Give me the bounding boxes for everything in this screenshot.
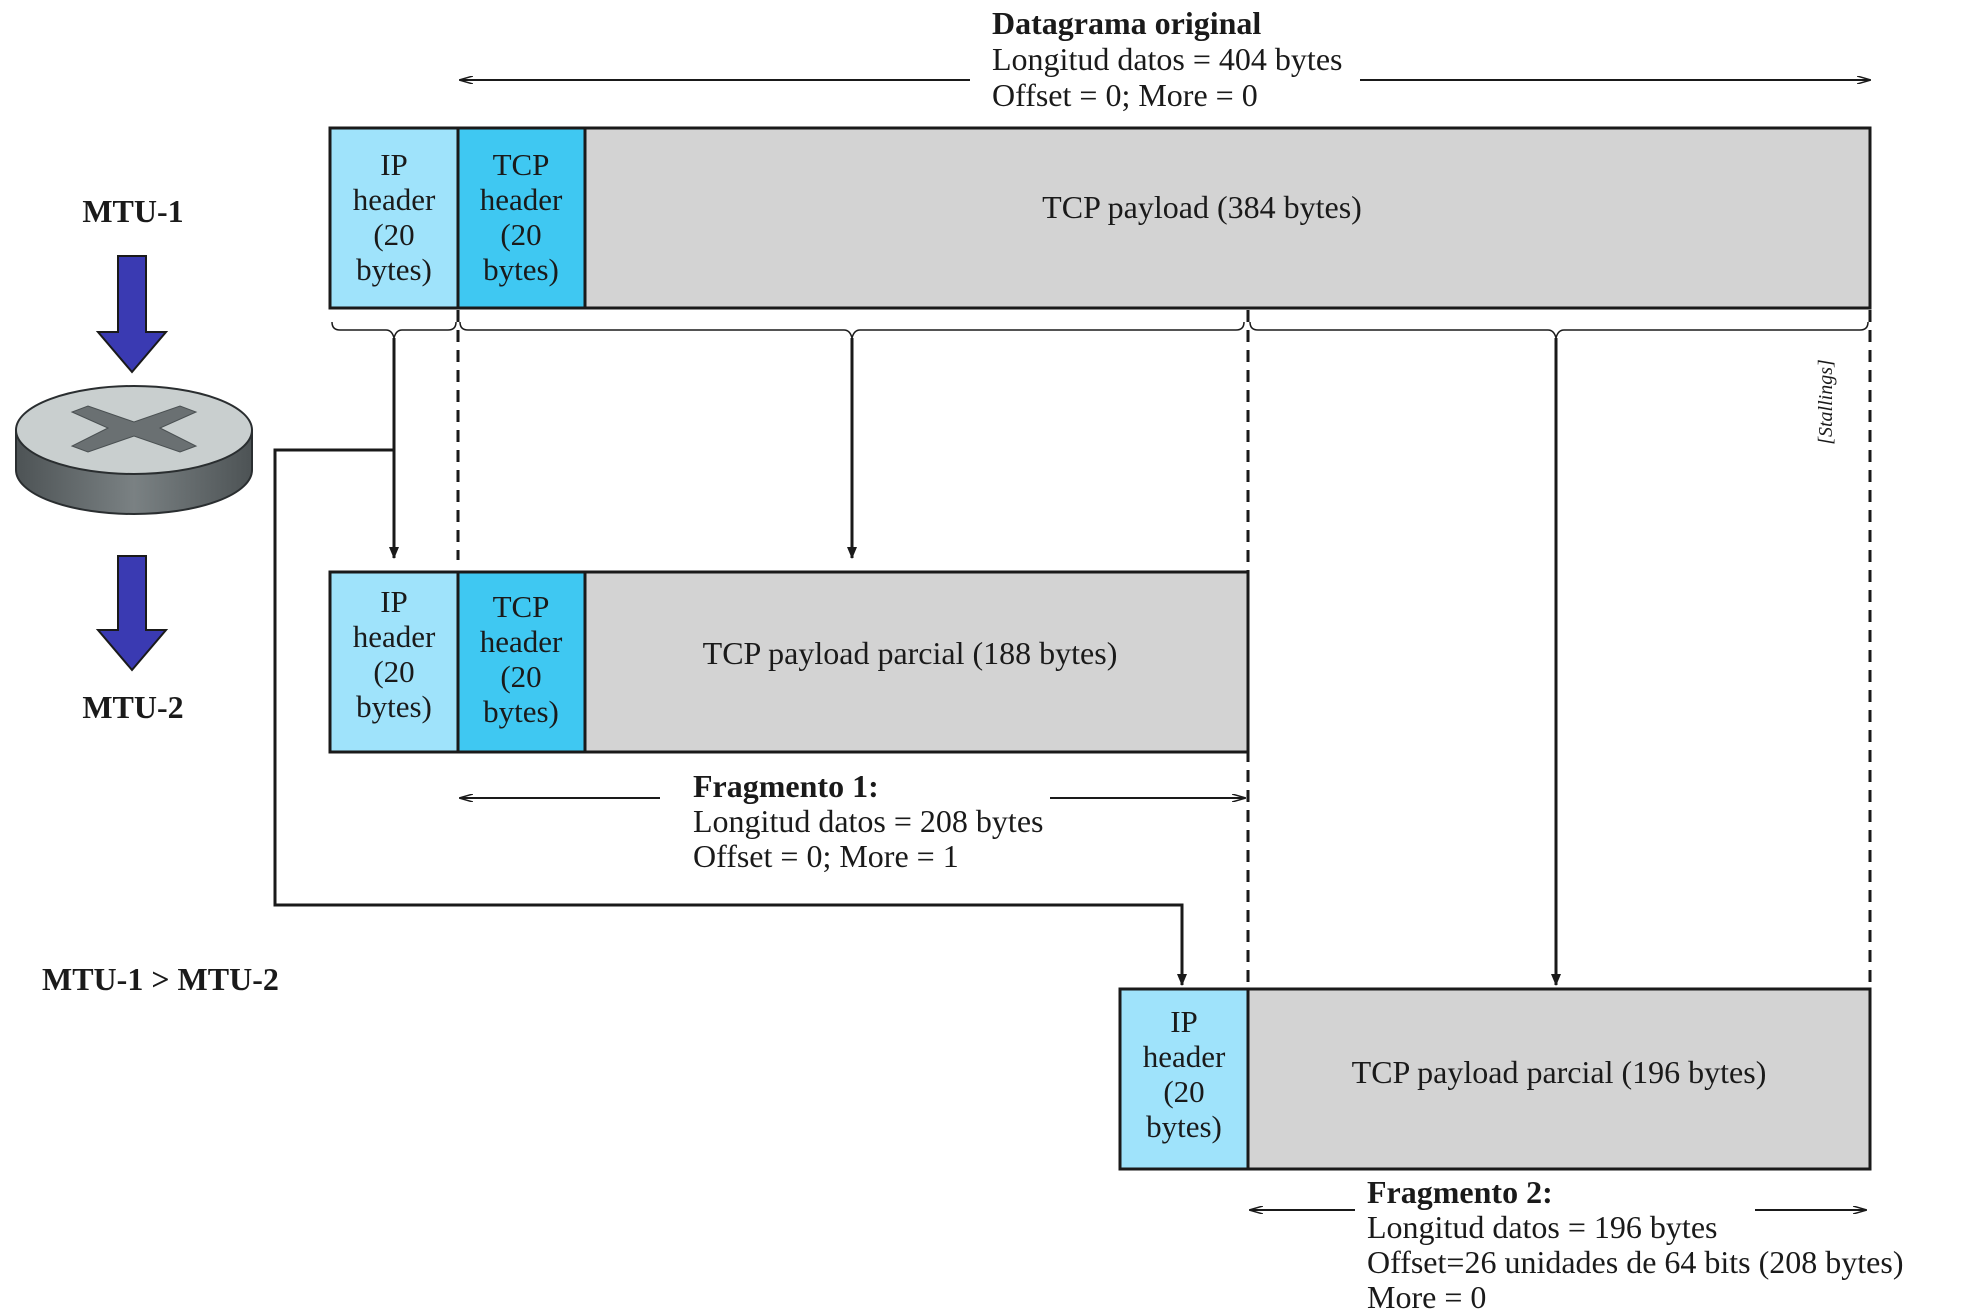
mtu1-label: MTU-1 — [82, 193, 183, 229]
fragment2-more: More = 0 — [1367, 1279, 1486, 1312]
svg-text:(20: (20 — [1163, 1074, 1204, 1109]
original-payload — [583, 126, 1872, 310]
svg-text:header: header — [353, 182, 436, 217]
fragment2-payload — [1246, 987, 1872, 1171]
svg-text:bytes): bytes) — [1146, 1109, 1222, 1144]
mtu-comparison-label: MTU-1 > MTU-2 — [42, 961, 279, 997]
original-offset: Offset = 0; More = 0 — [992, 77, 1258, 113]
svg-text:bytes): bytes) — [356, 252, 432, 287]
svg-text:(20: (20 — [373, 217, 414, 252]
fragment1-offset: Offset = 0; More = 1 — [693, 838, 959, 874]
original-length: Longitud datos = 404 bytes — [992, 41, 1342, 77]
svg-text:(20: (20 — [500, 217, 541, 252]
brace-second-payload — [1249, 321, 1869, 339]
flow-arrows — [273, 338, 1561, 986]
brace-first-payload — [459, 321, 1245, 339]
fragment2-payload-label: TCP payload parcial (196 bytes) — [1352, 1054, 1767, 1090]
fragment2-annotation: Fragmento 2: Longitud datos = 196 bytes … — [1250, 1174, 1903, 1312]
svg-text:bytes): bytes) — [483, 252, 559, 287]
fragment1-title: Fragmento 1: — [693, 768, 879, 804]
fragment1-ip-header-label: IP — [380, 584, 408, 619]
router-section: MTU-1 MTU-2 MTU-1 > MTU-2 — [15, 193, 279, 997]
mtu2-down-arrow-icon — [95, 555, 169, 672]
svg-text:(20: (20 — [500, 659, 541, 694]
split-braces — [331, 321, 1869, 339]
svg-text:header: header — [353, 619, 436, 654]
credit-label: [Stallings] — [1815, 359, 1837, 445]
fragment1-payload-label: TCP payload parcial (188 bytes) — [703, 635, 1118, 671]
brace-ip-header — [331, 321, 457, 339]
fragment2-length: Longitud datos = 196 bytes — [1367, 1209, 1717, 1245]
original-ip-header-label: IP — [380, 147, 408, 182]
fragment2-offset: Offset=26 unidades de 64 bits (208 bytes… — [1367, 1244, 1903, 1280]
fragment2: IP header (20 bytes) TCP payload parcial… — [1118, 987, 1872, 1171]
fragment1-annotation: Fragmento 1: Longitud datos = 208 bytes … — [460, 768, 1245, 874]
fragment1-tcp-header — [456, 570, 587, 754]
original-annotation: Datagrama original Longitud datos = 404 … — [460, 5, 1870, 113]
fragment2-ip-header-label: IP — [1170, 1004, 1198, 1039]
original-ip-header — [328, 126, 460, 310]
original-tcp-header-label: TCP — [493, 147, 550, 182]
original-payload-label: TCP payload (384 bytes) — [1042, 189, 1362, 225]
svg-text:header: header — [480, 182, 563, 217]
original-datagram: IP header (20 bytes) TCP header (20 byte… — [328, 126, 1872, 310]
original-tcp-header — [456, 126, 587, 310]
fragment1-tcp-header-label: TCP — [493, 589, 550, 624]
svg-text:bytes): bytes) — [483, 694, 559, 729]
svg-text:header: header — [480, 624, 563, 659]
svg-text:header: header — [1143, 1039, 1226, 1074]
svg-text:(20: (20 — [373, 654, 414, 689]
fragment1-payload — [583, 570, 1250, 754]
arrow-ip-to-fragment2 — [273, 448, 1187, 986]
original-title: Datagrama original — [992, 5, 1261, 41]
router-icon — [15, 385, 253, 515]
fragment1-length: Longitud datos = 208 bytes — [693, 803, 1043, 839]
fragment2-ip-header — [1118, 987, 1250, 1171]
mtu2-label: MTU-2 — [82, 689, 183, 725]
mtu1-down-arrow-icon — [95, 255, 169, 374]
svg-text:bytes): bytes) — [356, 689, 432, 724]
fragment1: IP header (20 bytes) TCP header (20 byte… — [328, 570, 1250, 754]
fragment2-title: Fragmento 2: — [1367, 1174, 1553, 1210]
